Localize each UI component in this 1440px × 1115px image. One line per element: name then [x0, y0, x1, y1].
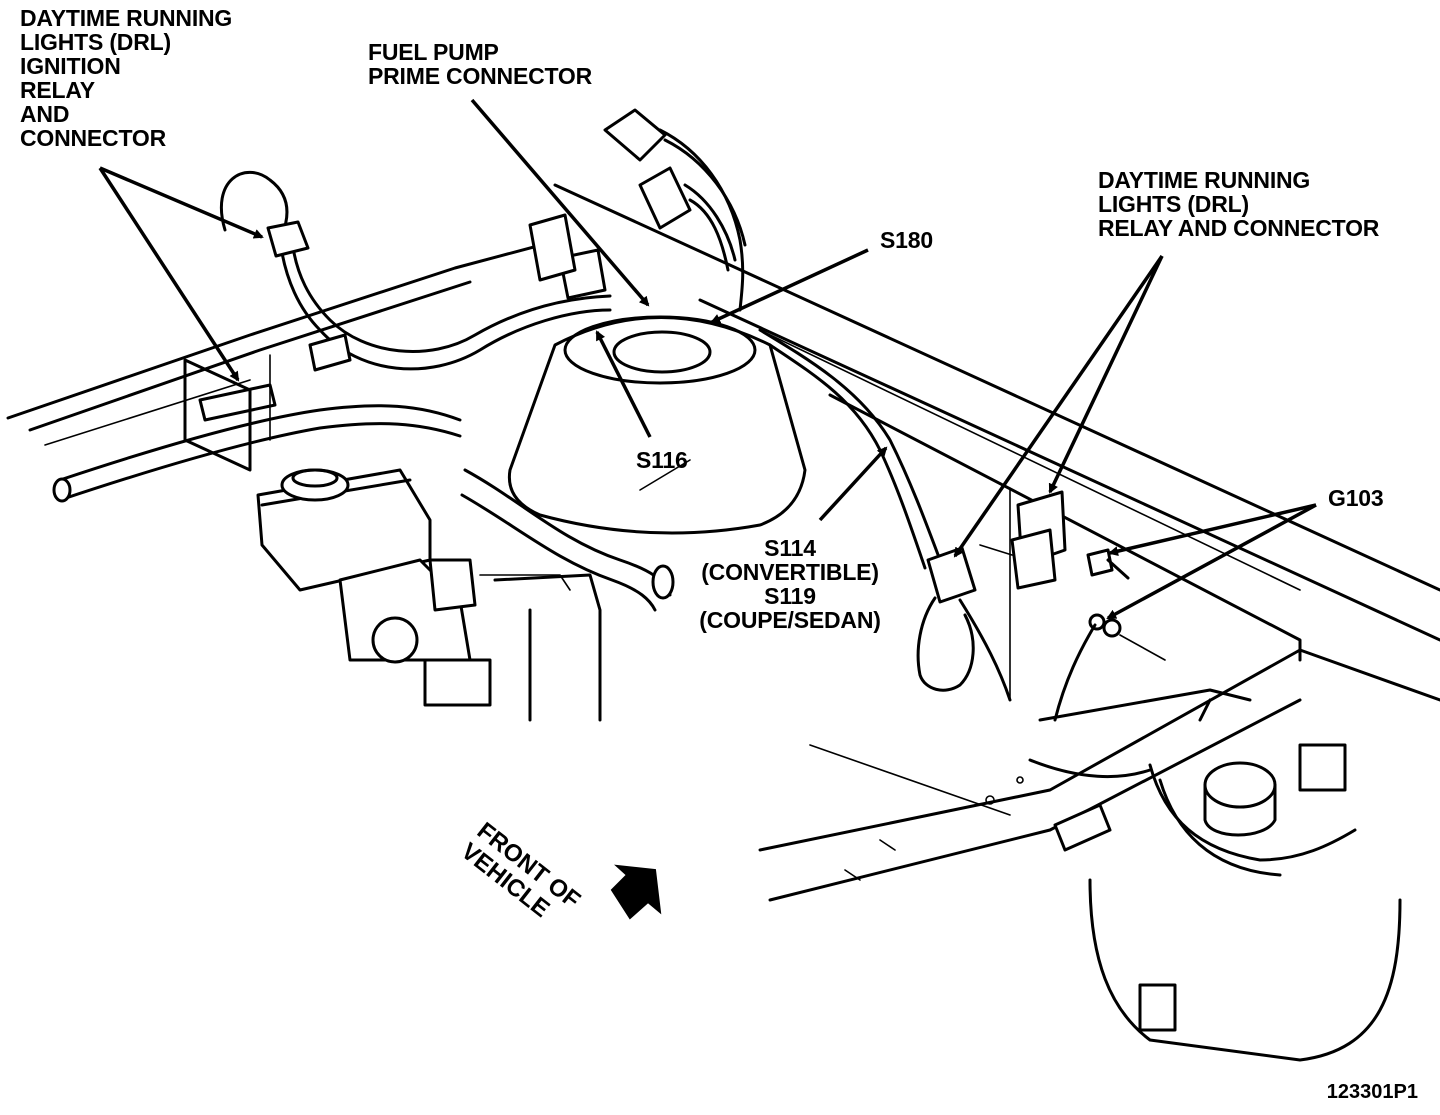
g103-ground-detail [1053, 548, 1166, 722]
s180-label: S180 [880, 227, 933, 253]
drl-relay-detail [979, 490, 1067, 590]
s116-label: S116 [636, 447, 688, 473]
fuel-pump-prime-connector-label: FUEL PUMP PRIME CONNECTOR [368, 39, 593, 89]
drl-relay-label: DAYTIME RUNNING LIGHTS (DRL) RELAY AND C… [1098, 167, 1380, 241]
leader-lines [98, 98, 1317, 620]
right-fender-outline [553, 183, 1440, 701]
s114-s119-label: S114 (CONVERTIBLE) S119 (COUPE/SEDAN) [699, 535, 881, 633]
figure-id: 123301P1 [1326, 1081, 1418, 1103]
hoses [460, 468, 675, 612]
fuel-pump-prime-connector-detail [528, 108, 747, 312]
master-cylinder [256, 468, 492, 707]
front-of-vehicle-arrow [610, 864, 662, 920]
brake-booster [479, 573, 602, 722]
drl-ignition-relay-detail [219, 170, 352, 372]
drl-ignition-relay-label: DAYTIME RUNNING LIGHTS (DRL) IGNITION RE… [20, 5, 233, 151]
g103-label: G103 [1328, 485, 1384, 511]
air-cleaner [507, 315, 807, 535]
left-fender-outline [6, 238, 562, 472]
radiator-support [758, 648, 1440, 1062]
wiring-harness-left [52, 238, 612, 503]
